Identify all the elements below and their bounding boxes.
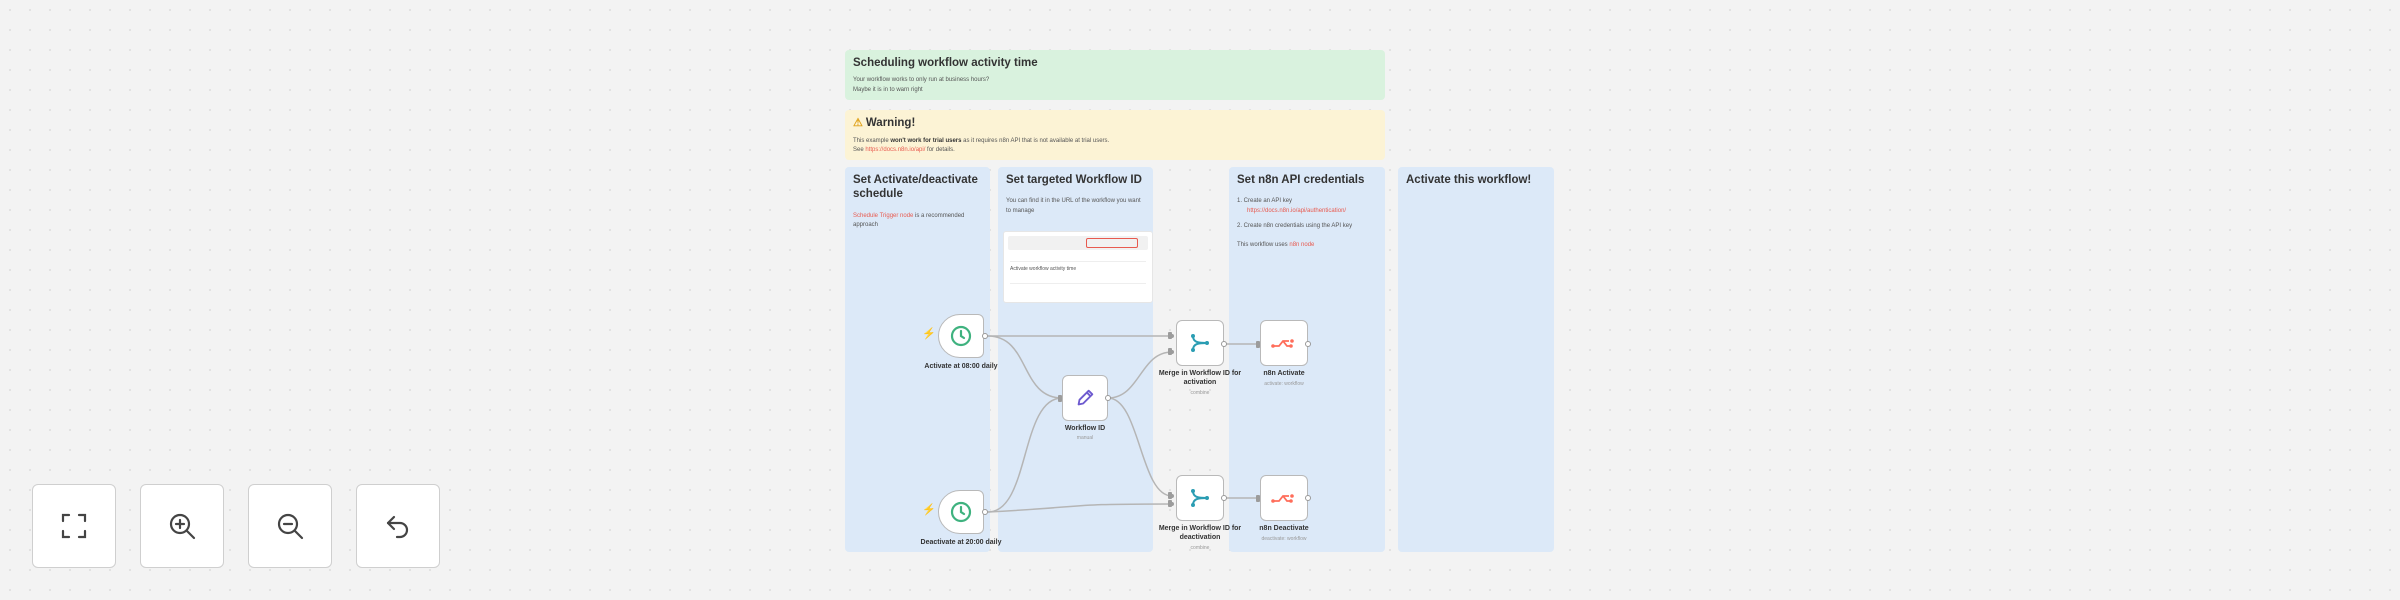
wire-activate-to-workflow-id [987, 335, 1063, 399]
note-footer: This workflow uses n8n node [1237, 241, 1377, 250]
trigger-bolt-icon: ⚡ [922, 328, 936, 340]
note-title: Set Activate/deactivate schedule [853, 174, 978, 201]
input-port-2[interactable] [1168, 500, 1172, 507]
note-title: Activate this workflow! [1406, 174, 1532, 186]
warning-title-text: Warning! [865, 117, 916, 129]
sticky-note-warning[interactable]: ⚠Warning! This example won't work for tr… [845, 110, 1385, 160]
clock-icon [950, 325, 972, 347]
n8n-logo-icon [1271, 339, 1294, 348]
zoom-in-button[interactable] [140, 484, 224, 568]
node-label: Merge in Workflow ID for deactivation [1158, 525, 1242, 541]
node-subtitle: manual [1076, 435, 1094, 441]
warning-line2-prefix: See [853, 147, 866, 154]
node-label: Activate at 08:00 daily [924, 363, 998, 370]
node-n8n-deactivate[interactable] [1260, 475, 1308, 521]
merge-icon [1191, 334, 1209, 352]
output-handle[interactable] [1221, 495, 1227, 501]
zoom-out-button[interactable] [248, 484, 332, 568]
wire-deactivate-to-workflow-id [987, 397, 1063, 513]
input-port[interactable] [1058, 395, 1062, 402]
output-handle[interactable] [982, 333, 988, 339]
node-subtitle: combine [1190, 390, 1210, 396]
node-label: n8n Deactivate [1259, 525, 1309, 532]
url-highlight [1086, 238, 1138, 248]
note-body-line2: Maybe it is in to warn right [853, 86, 923, 93]
warning-icon: ⚠ [853, 117, 863, 129]
node-workflow-id[interactable] [1062, 375, 1108, 421]
node-n8n-activate[interactable] [1260, 320, 1308, 366]
screenshot-toolbar-row [1010, 254, 1146, 262]
screenshot-caption: Activate workflow activity time [1010, 266, 1077, 272]
warning-body-suffix: as it requires n8n API that is not avail… [961, 137, 1110, 144]
note-title: Set targeted Workflow ID [1006, 174, 1142, 186]
note-title: Scheduling workflow activity time [853, 57, 1038, 69]
sticky-note-activate[interactable]: Activate this workflow! [1398, 167, 1554, 552]
clock-icon [950, 501, 972, 523]
zoom-out-icon [277, 513, 304, 540]
fit-view-button[interactable] [32, 484, 116, 568]
node-label: n8n Activate [1263, 370, 1305, 377]
merge-icon [1191, 489, 1209, 507]
warning-docs-link[interactable]: https://docs.n8n.io/api/ [865, 147, 926, 154]
note-step2: 2. Create n8n credentials using the API … [1237, 222, 1353, 229]
undo-icon [386, 515, 409, 539]
node-label: Deactivate at 20:00 daily [920, 539, 1002, 546]
warning-body-bold: won't work for trial users [890, 137, 962, 144]
warning-body: This example won't work for trial users … [853, 137, 1377, 146]
wire-workflow-id-to-merge-deactivation [1107, 397, 1173, 497]
node-subtitle: deactivate: workflow [1261, 536, 1307, 542]
sticky-note-schedule[interactable]: Set Activate/deactivate schedule Schedul… [845, 167, 990, 552]
node-activate-trigger[interactable] [938, 314, 984, 358]
input-port[interactable] [1256, 495, 1260, 502]
node-merge-deactivation[interactable] [1176, 475, 1224, 521]
input-port-1[interactable] [1168, 492, 1172, 499]
node-deactivate-trigger[interactable] [938, 490, 984, 534]
node-label: Merge in Workflow ID for activation [1158, 370, 1242, 386]
note-body-line1: Your workflow works to only run at busin… [853, 77, 990, 84]
warning-line2-suffix: for details. [925, 147, 955, 154]
url-screenshot-image: Activate workflow activity time [1004, 232, 1152, 302]
note-body-rest: is a recommended approach [853, 212, 965, 229]
trigger-bolt-icon: ⚡ [922, 504, 936, 516]
schedule-trigger-link[interactable]: Schedule Trigger node [853, 212, 914, 219]
node-subtitle: combine [1190, 545, 1210, 551]
wire-workflow-id-to-merge-activation [1107, 351, 1173, 399]
api-docs-link[interactable]: https://docs.n8n.io/api/authentication/ [1247, 207, 1347, 214]
warning-body-line2: See https://docs.n8n.io/api/ for details… [853, 146, 1377, 155]
input-port-2[interactable] [1168, 348, 1172, 355]
output-handle[interactable] [1305, 341, 1311, 347]
n8n-logo-icon [1271, 494, 1294, 503]
node-subtitle: activate: workflow [1264, 381, 1304, 387]
wire-deactivate-to-merge [987, 503, 1173, 513]
node-label: Workflow ID [1064, 425, 1106, 432]
screenshot-row [1010, 276, 1146, 284]
warning-title: ⚠Warning! [853, 116, 1377, 131]
warning-body-prefix: This example [853, 137, 891, 144]
input-port[interactable] [1256, 341, 1260, 348]
note-footer-prefix: This workflow uses [1237, 242, 1290, 249]
fit-view-icon [61, 513, 87, 539]
note-step1: 1. Create an API key [1237, 198, 1293, 205]
node-merge-activation[interactable] [1176, 320, 1224, 366]
output-handle[interactable] [1305, 495, 1311, 501]
sticky-note-workflow-id[interactable]: Set targeted Workflow ID You can find it… [998, 167, 1153, 552]
url-bar [1008, 236, 1148, 250]
zoom-in-icon [169, 513, 196, 540]
note-step1-link-wrap: https://docs.n8n.io/api/authentication/ [1247, 207, 1377, 216]
note-body: You can find it in the URL of the workfl… [1006, 198, 1141, 214]
pencil-icon [1077, 389, 1094, 406]
reset-zoom-button[interactable] [356, 484, 440, 568]
n8n-node-link[interactable]: n8n node [1289, 242, 1315, 249]
output-handle[interactable] [1105, 395, 1111, 401]
note-title: Set n8n API credentials [1237, 174, 1365, 186]
sticky-note-scheduling[interactable]: Scheduling workflow activity time Your w… [845, 50, 1385, 100]
output-handle[interactable] [1221, 341, 1227, 347]
input-port-1[interactable] [1168, 332, 1172, 339]
note-body: Schedule Trigger node is a recommended a… [853, 212, 982, 231]
output-handle[interactable] [982, 509, 988, 515]
